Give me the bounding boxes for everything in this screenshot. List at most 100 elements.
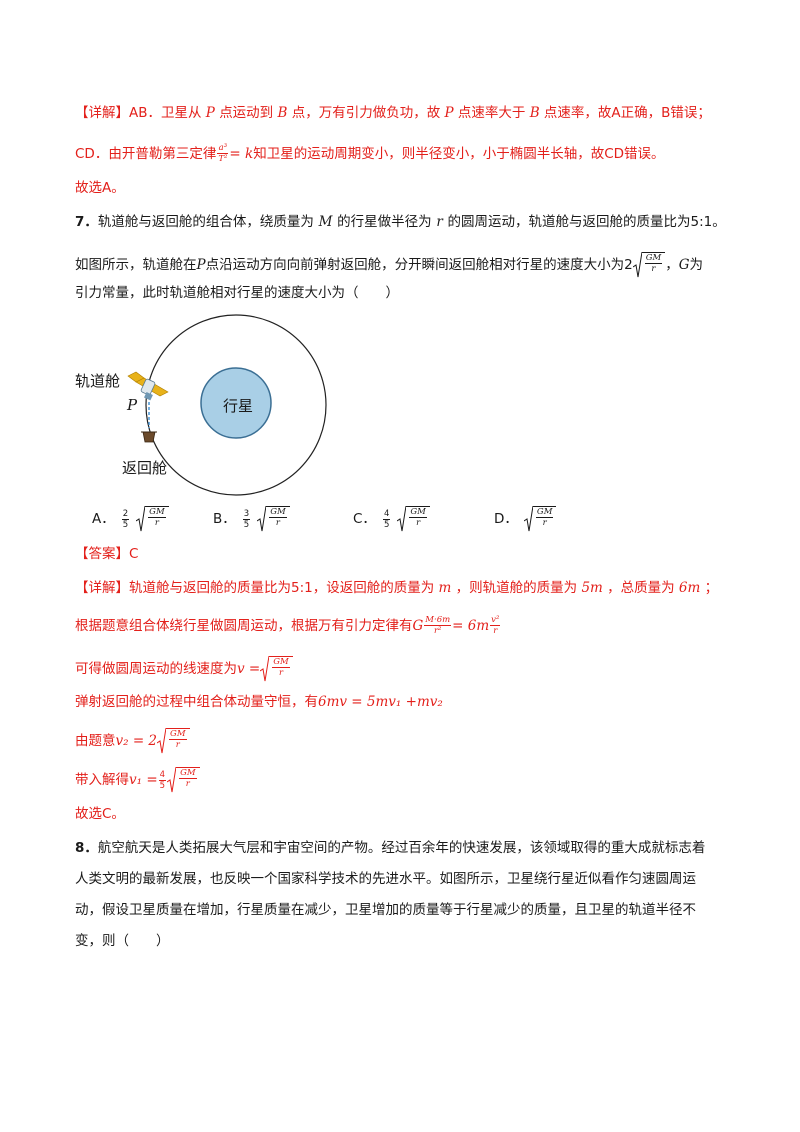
var-g: G [412, 617, 424, 634]
answer-line: 【答案】C [75, 544, 138, 564]
text: ，则轨道舱的质量为 [455, 580, 578, 596]
equation: = k [229, 145, 254, 162]
text: 航空航天是人类拓展大气层和宇宙空间的产物。经过百余年的快速发展，该领域取得的重大… [97, 840, 706, 856]
planet-label: 行星 [223, 397, 254, 415]
denominator: r [175, 740, 180, 750]
planet-circle [200, 367, 272, 439]
text: 点沿运动方向向前弹射返回舱，分开瞬间返回舱相对行星的速度大小为2 [205, 257, 633, 273]
text: 弹射返回舱的过程中组合体动量守恒，有 [75, 694, 318, 710]
text: 点速率，故A正确，B错误； [543, 105, 711, 121]
denominator: 5 [383, 519, 390, 530]
denominator: r [651, 264, 656, 274]
text: 的圆周运动，轨道舱与返回舱的质量比为5:1。 [447, 214, 726, 230]
text: 知卫星的运动周期变小，则半径变小，小于椭圆半长轴，故CD错误。 [253, 145, 665, 162]
detail1-line1: 【详解】AB．卫星从 P 点运动到 B 点，万有引力做负功，故 P 点速率大于 … [75, 103, 711, 123]
capsule-label: 返回舱 [122, 459, 168, 477]
denominator: r [416, 518, 421, 528]
numerator: GM [409, 507, 427, 518]
option-letter: D． [494, 511, 518, 527]
text: 根据题意组合体绕行星做圆周运动，根据万有引力定律有 [75, 617, 413, 634]
numerator: 4 [158, 769, 167, 781]
q8-line3: 动，假设卫星质量在增加，行星质量在减少，卫星增加的质量等于行星减少的质量，且卫星… [75, 902, 696, 918]
var-m: m [438, 580, 452, 596]
text: AB．卫星从 [129, 105, 202, 121]
var-p: P [205, 105, 215, 121]
numerator: 2 [121, 508, 130, 520]
numerator: GM [272, 657, 290, 668]
denominator: r² [433, 626, 442, 636]
text: 如图所示，轨道舱在 [75, 257, 197, 273]
question-number: 8． [75, 840, 98, 856]
denominator: T² [218, 154, 228, 164]
denominator: r [185, 779, 190, 789]
numerator: M·6m [424, 615, 452, 626]
detail2-line1: 【详解】轨道舱与返回舱的质量比为5:1，设返回舱的质量为 m ，则轨道舱的质量为… [75, 578, 718, 598]
q7-line1: 7．轨道舱与返回舱的组合体，绕质量为 M 的行星做半径为 r 的圆周运动，轨道舱… [75, 212, 726, 232]
var-p: P [196, 257, 206, 273]
denominator: 5 [122, 519, 129, 530]
denominator: r [278, 668, 284, 678]
var-5m: 5m [581, 580, 603, 596]
capsule-icon [141, 431, 157, 443]
q7-line3: 引力常量，此时轨道舱相对行星的速度大小为（ ） [75, 285, 399, 301]
q7-line2: 如图所示，轨道舱在 P 点沿运动方向向前弹射返回舱，分开瞬间返回舱相对行星的速度… [75, 252, 703, 278]
option-letter: A． [92, 511, 115, 527]
equation: v₂ = 2 [115, 733, 158, 749]
var-p: P [444, 105, 454, 121]
detail-tag: 【详解】 [75, 105, 129, 121]
answer-value: C [129, 546, 139, 562]
numerator: 3 [242, 508, 251, 520]
text: 可得做圆周运动的线速度为 [75, 661, 237, 677]
denominator: r [154, 518, 159, 528]
text: 带入解得 [75, 772, 129, 788]
var-r: r [436, 214, 443, 230]
var-g: G [678, 257, 690, 273]
detail-tag: 【详解】 [75, 580, 129, 596]
text: 点，万有引力做负功，故 [291, 105, 441, 121]
equation: 6mv = 5mv₁ +mv₂ [318, 694, 443, 710]
option-letter: C． [353, 511, 376, 527]
var-b: B [529, 105, 540, 121]
numerator: GM [169, 729, 187, 740]
text: ， [665, 257, 679, 273]
q8-line4: 变，则（ ） [75, 933, 170, 949]
numerator: GM [535, 507, 554, 518]
numerator: GM [148, 507, 166, 518]
q8-line1: 8．航空航天是人类拓展大气层和宇宙空间的产物。经过百余年的快速发展，该领域取得的… [75, 838, 705, 858]
denominator: r [275, 518, 280, 528]
denominator: r [542, 518, 547, 528]
text: CD．由开普勒第三定律 [75, 145, 217, 162]
text: 轨道舱与返回舱的质量比为5:1，设返回舱的质量为 [129, 580, 435, 596]
equation: v = [237, 661, 261, 677]
orbit-circle [145, 314, 327, 496]
detail2-line4: 弹射返回舱的过程中组合体动量守恒，有6mv = 5mv₁ +mv₂ [75, 692, 443, 712]
text: 为 [689, 257, 703, 273]
denominator: 5 [243, 519, 250, 530]
var-m: M [318, 214, 333, 230]
point-p-label: P [127, 396, 138, 414]
text: ； [704, 580, 719, 596]
question-number: 7． [75, 214, 98, 230]
numerator: 4 [382, 508, 391, 520]
detail1-conclusion: 故选A。 [75, 180, 125, 196]
text: ，总质量为 [607, 580, 675, 596]
text: 的行星做半径为 [337, 214, 432, 230]
